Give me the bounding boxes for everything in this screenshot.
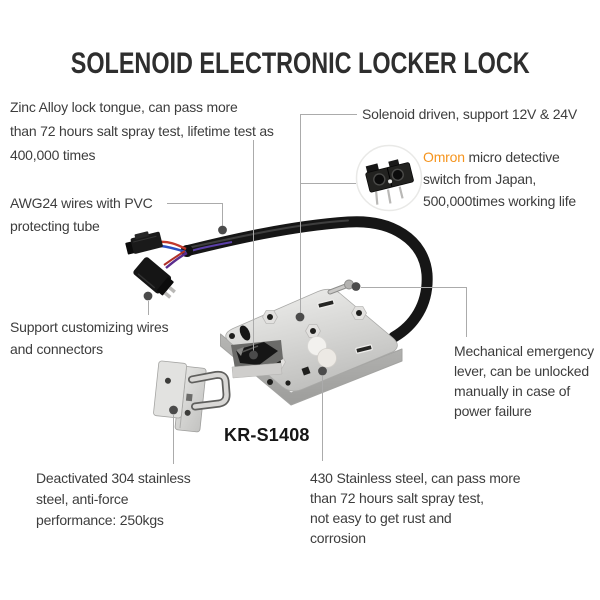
callout-text-line: 500,000times working life [423,193,576,209]
wire-connector-lower [133,257,176,299]
callout-omron: Omron micro detective switch from Japan,… [423,146,576,212]
callout-text-line: corrosion [310,530,366,546]
strike-plate [153,360,231,433]
callout-text-line: power failure [454,403,532,419]
callout-zinc-tongue: Zinc Alloy lock tongue, can pass more th… [10,95,274,167]
callout-text-line: manually in case of [454,383,571,399]
callout-line-awg [167,203,223,226]
callout-line-solenoid [300,114,357,313]
callout-text-line: switch from Japan, [423,171,537,187]
callout-text-line: than 72 hours salt spray test, lifetime … [10,123,274,139]
emergency-lever-pin [327,279,354,295]
dot-support-connector [143,291,153,301]
dot-awg-cable [218,225,227,235]
lock-tongue [231,340,283,379]
callout-text-line: Deactivated 304 stainless [36,470,191,486]
dot-emergency-pin [351,282,361,291]
callout-text-line: Mechanical emergency [454,343,594,359]
dot-strike-plate [169,405,178,415]
dot-body-steel [318,366,327,376]
callout-text-line: and connectors [10,341,103,357]
callout-text-line: Solenoid driven, support 12V & 24V [362,106,578,122]
slot-cutouts [317,299,373,354]
callout-text-line: Support customizing wires [10,319,169,335]
callout-text-line: 430 Stainless steel, can pass more [310,470,521,486]
page-title: SOLENOID ELECTRONIC LOCKER LOCK [70,47,530,80]
callout-support-wires: Support customizing wires and connectors [10,316,169,360]
callout-deactivated: Deactivated 304 stainless steel, anti-fo… [36,468,191,531]
callout-mechanical: Mechanical emergency lever, can be unloc… [454,341,594,421]
callout-text-line: protecting tube [10,218,100,234]
model-label: KR-S1408 [224,425,310,445]
callout-text-line: AWG24 wires with PVC [10,195,153,211]
dot-solenoid [295,312,305,322]
latch-loop [188,370,231,411]
omron-switch-image [355,144,423,212]
callout-text-line: 400,000 times [10,147,96,163]
micro-switch-icon [365,159,414,205]
callout-text-line: lever, can be unlocked [454,363,589,379]
lock-body [220,279,403,406]
callout-lines [148,114,467,464]
callout-line-mechanical [361,287,467,337]
callout-steel430: 430 Stainless steel, can pass more than … [310,468,521,548]
wires [158,240,188,269]
callout-dots [143,225,361,415]
omron-brand-text: Omron [423,149,465,165]
callout-text-line: not easy to get rust and [310,510,452,526]
callout-text-line: performance: 250kgs [36,512,164,528]
callout-text-line: than 72 hours salt spray test, [310,490,484,506]
callout-text-line: steel, anti-force [36,491,129,507]
callout-awg: AWG24 wires with PVC protecting tube [10,192,153,238]
wire-connector-upper [125,231,163,255]
dot-zinc-tongue [249,350,258,360]
callout-text-line: Zinc Alloy lock tongue, can pass more [10,99,238,115]
callout-solenoid: Solenoid driven, support 12V & 24V [362,103,577,125]
callout-text-line: Omron micro detective [423,149,560,165]
